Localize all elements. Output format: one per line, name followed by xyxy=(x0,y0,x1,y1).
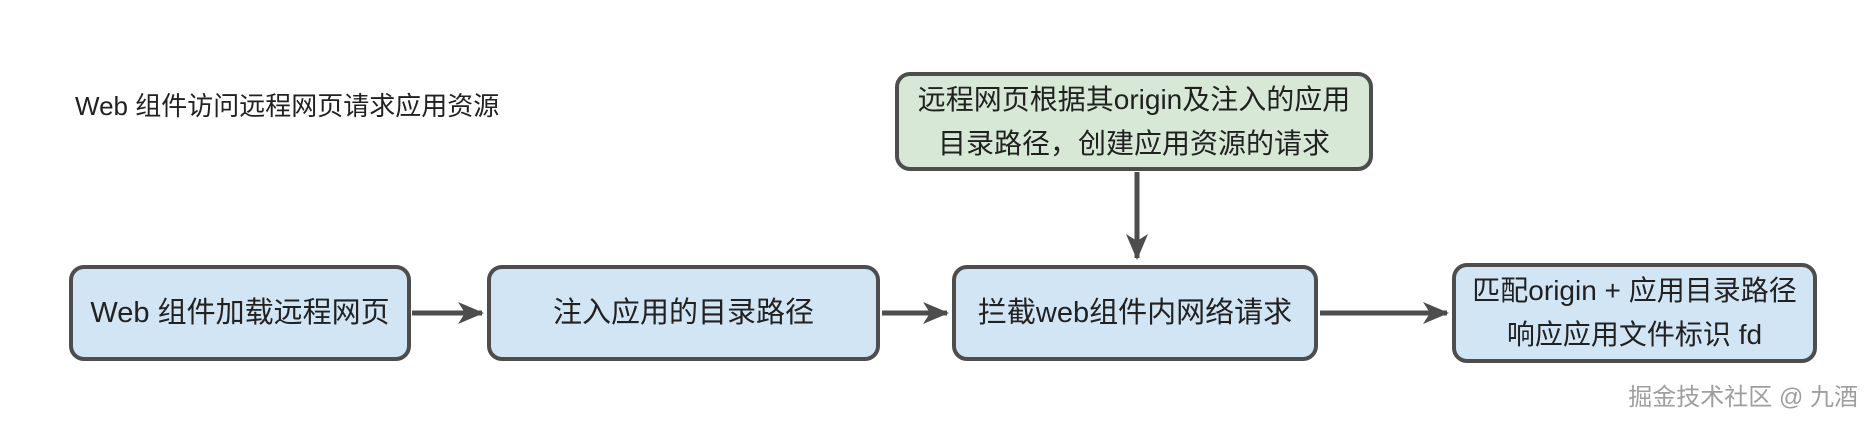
node-remote-page-request-note: 远程网页根据其origin及注入的应用 目录路径，创建应用资源的请求 xyxy=(895,72,1373,171)
node-step-intercept-network-request: 拦截web组件内网络请求 xyxy=(952,265,1318,361)
node-step-load-remote-page: Web 组件加载远程网页 xyxy=(69,265,411,361)
node-step-match-origin-respond-fd: 匹配origin + 应用目录路径 响应应用文件标识 fd xyxy=(1452,263,1817,363)
node-label: 拦截web组件内网络请求 xyxy=(977,297,1293,329)
node-label-line: 远程网页根据其origin及注入的应用 xyxy=(917,83,1351,115)
watermark-text: 掘金技术社区 @ 九酒 xyxy=(1628,384,1858,411)
node-step-inject-directory-path: 注入应用的目录路径 xyxy=(487,265,880,361)
node-label: Web 组件加载远程网页 xyxy=(90,297,390,329)
node-label-line: 目录路径，创建应用资源的请求 xyxy=(937,127,1330,159)
node-label: 注入应用的目录路径 xyxy=(552,297,814,329)
node-label-line: 响应应用文件标识 fd xyxy=(1506,319,1763,350)
diagram-title: Web 组件访问远程网页请求应用资源 xyxy=(75,91,500,121)
node-label-line: 匹配origin + 应用目录路径 xyxy=(1472,275,1797,306)
